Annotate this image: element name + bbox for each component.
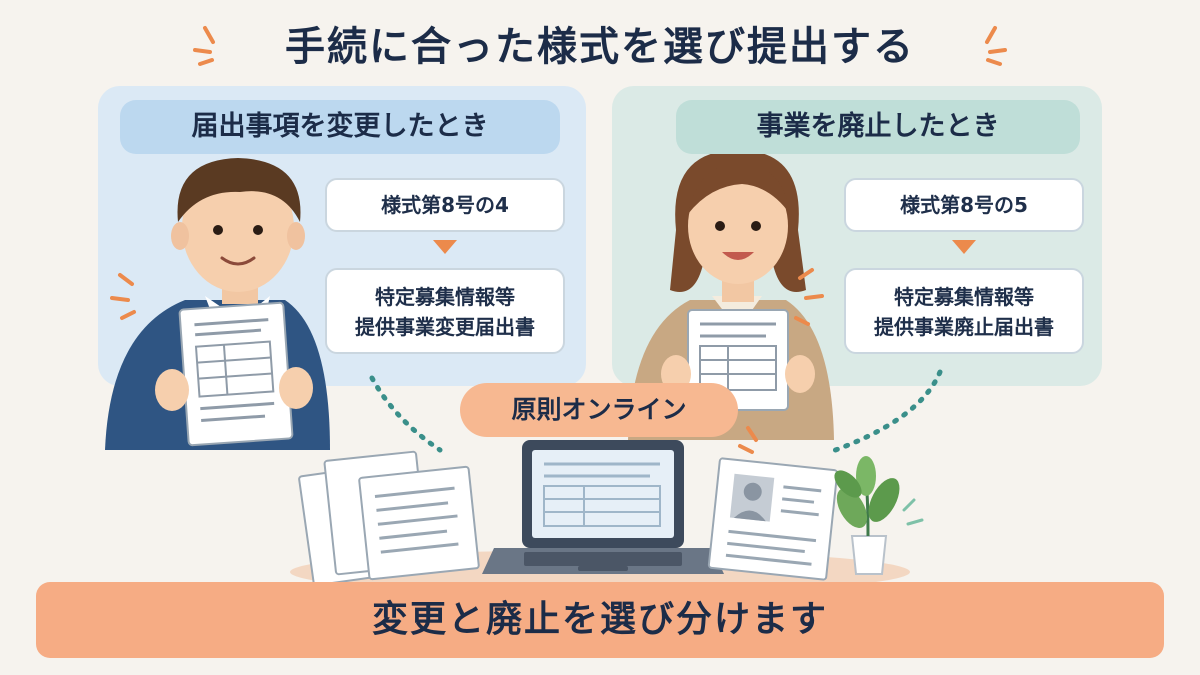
left-form-name-line2: 提供事業変更届出書 [355, 315, 535, 339]
left-form-name-line1: 特定募集情報等 [375, 285, 515, 309]
dotted-connector-right [827, 369, 943, 455]
sparkle-right-icon [985, 26, 1007, 66]
plant-icon [834, 456, 924, 575]
sparkle-left-icon [193, 26, 215, 66]
left-header: 届出事項を変更したとき [120, 100, 560, 154]
right-form-name-line2: 提供事業廃止届出書 [874, 315, 1054, 339]
right-form-number: 様式第8号の5 [844, 178, 1084, 232]
online-label: 原則オンライン [460, 383, 738, 437]
document-icon-left [155, 301, 313, 447]
arrow-down-icon [952, 240, 976, 254]
right-form-name: 特定募集情報等 提供事業廃止届出書 [844, 268, 1084, 354]
dotted-connector-left [369, 375, 443, 453]
resume-icon [707, 457, 839, 581]
left-form-name: 特定募集情報等 提供事業変更届出書 [325, 268, 565, 354]
arrow-down-icon [433, 240, 457, 254]
footer-banner: 変更と廃止を選び分けます [36, 582, 1164, 658]
laptop-icon [482, 440, 724, 574]
document-stack-icon [298, 450, 480, 587]
left-form-number: 様式第8号の4 [325, 178, 565, 232]
page-title: 手続に合った様式を選び提出する [285, 24, 915, 70]
right-header: 事業を廃止したとき [676, 100, 1080, 154]
right-form-name-line1: 特定募集情報等 [894, 285, 1034, 309]
